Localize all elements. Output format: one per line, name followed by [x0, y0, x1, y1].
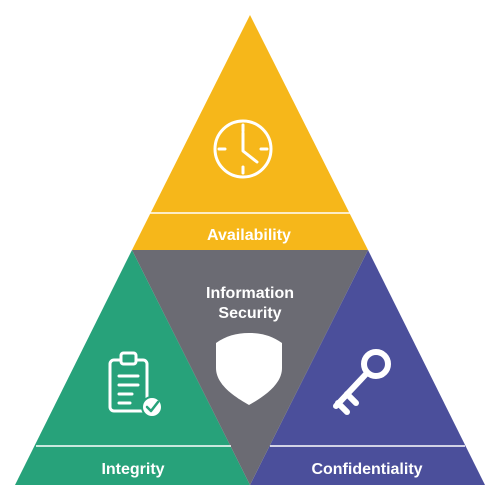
confidentiality-label: Confidentiality [311, 461, 422, 478]
center-title-line2: Security [218, 305, 281, 322]
shield-icon [216, 333, 282, 405]
integrity-triangle [15, 250, 250, 485]
availability-label: Availability [207, 227, 291, 244]
clock-icon [213, 119, 273, 179]
center-title-line1: Information [206, 285, 294, 302]
integrity-label: Integrity [101, 461, 164, 478]
key-icon [333, 349, 391, 415]
availability-triangle [132, 15, 368, 250]
clipboard-check-icon [108, 351, 163, 418]
